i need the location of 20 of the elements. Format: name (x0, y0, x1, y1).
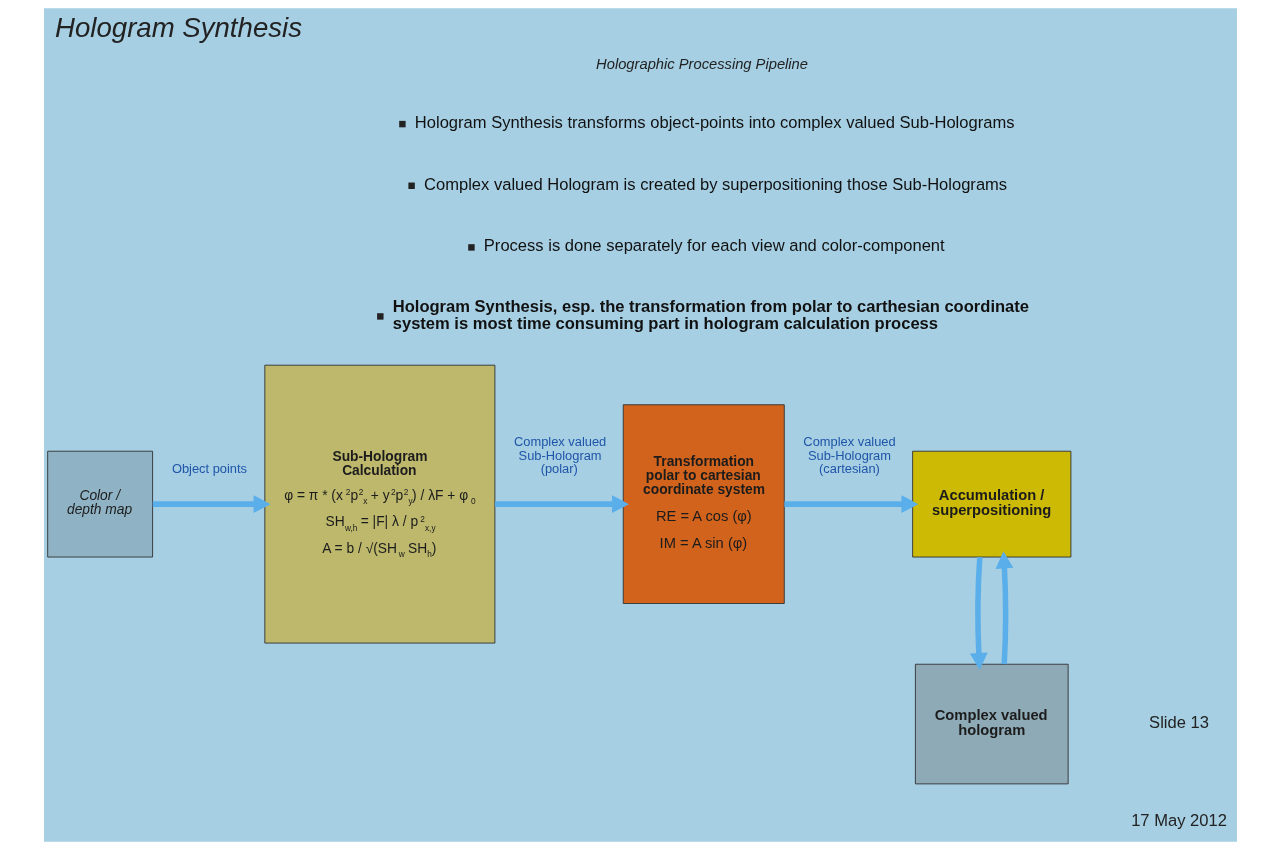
edge-label: Complex valued Sub-Hologram (polar) (513, 433, 606, 477)
node-box: Color / depth map (46, 450, 153, 558)
label: Complex valued Hologram is created by superpositioning those Sub-Holograms (423, 174, 1007, 194)
edge-label: Complex valued Sub-Hologram (cartesian) (802, 433, 896, 477)
label: Hologram Synthesis transforms object-points into complex valued Sub-Holograms (414, 113, 1014, 133)
label: Process is done separately for each view and color-component (483, 236, 945, 256)
label: 17 May 2012 (1130, 810, 1227, 830)
node-box: Complex valued hologram (914, 663, 1069, 785)
arrow (152, 495, 271, 514)
arrow (783, 495, 918, 514)
label: Holographic Processing Pipeline (595, 55, 808, 72)
node-box: Accumulation / superpositioning (911, 450, 1071, 558)
edge-label: Object points (171, 461, 247, 477)
label: Slide 13 (1148, 713, 1209, 733)
node-box: Transformation polar to cartesian coordinate system RE = A cos (φ) IM = A sin (φ) (622, 404, 785, 604)
arrow (969, 557, 988, 670)
arrow (995, 551, 1013, 665)
diagram-title: Hologram Synthesis (54, 11, 302, 43)
arrow (494, 495, 629, 514)
label: Hologram Synthesis, esp. the transformation from polar to carthesian coordinate system is most time consuming part in hologram calculation process (392, 297, 1029, 333)
